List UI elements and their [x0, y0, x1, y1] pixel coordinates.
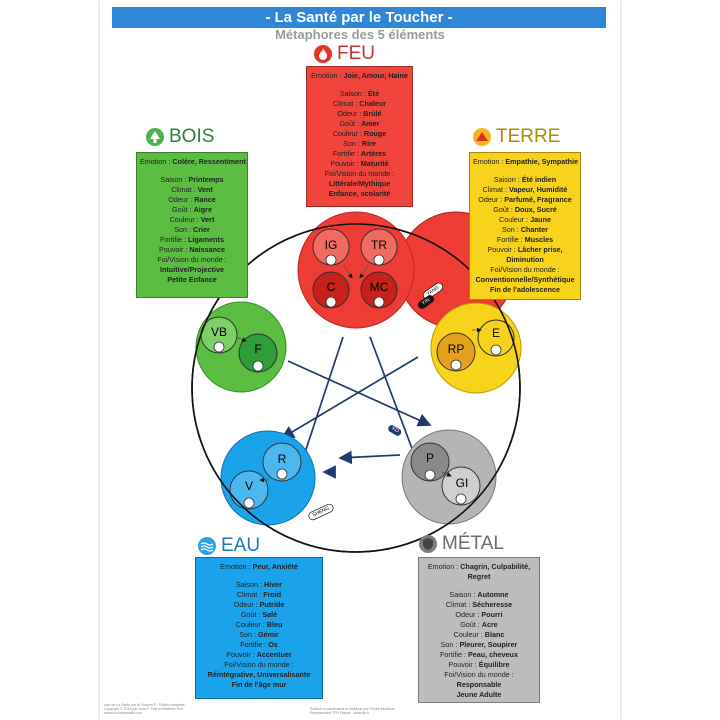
bois-info-box: Emotion : Colère, Ressentiment Saison : …	[136, 152, 248, 298]
ko-label	[388, 425, 402, 436]
organ-ig-label: IG	[324, 238, 338, 252]
bois-title: BOIS	[146, 126, 214, 148]
organ-mc-circle	[360, 271, 398, 309]
organ-v-circle	[229, 470, 269, 510]
organ-rp-circle	[436, 332, 476, 372]
organ-tr-label: TR	[371, 238, 387, 252]
organ-v-label: V	[244, 479, 253, 493]
organ-rp-label: RP	[447, 342, 465, 356]
organ-p-label: P	[425, 451, 434, 465]
shield-icon	[419, 535, 437, 553]
terre-info-box: Emotion : Empathie, Sympathie Saison : É…	[469, 152, 581, 300]
metal-title: MÉTAL	[419, 533, 504, 555]
organ-vb-label: VB	[210, 325, 227, 339]
organ-p-circle	[410, 442, 450, 482]
eau-title: EAU	[198, 535, 260, 557]
poster-subtitle: Métaphores des 5 éléments	[275, 27, 445, 42]
feu-info-box: Emotion : Joie, Amour, Haine Saison : Ét…	[306, 66, 413, 207]
organ-f-circle	[238, 333, 278, 373]
organ-e-circle	[477, 319, 515, 357]
water-icon	[198, 537, 216, 555]
poster: - La Santé par le Toucher - Métaphores d…	[100, 0, 620, 720]
mountain-icon	[473, 128, 491, 146]
terre-title: TERRE	[473, 126, 560, 148]
organ-gi-label: GI	[455, 476, 469, 490]
footer-left: Issu de La Santé par le Toucher® / Editi…	[104, 703, 185, 715]
organ-c-circle	[312, 271, 350, 309]
element-circles	[191, 211, 522, 553]
poster-title: - La Santé par le Toucher -	[112, 7, 606, 28]
tree-icon	[146, 128, 164, 146]
yang-label	[422, 282, 444, 300]
sheng-label	[308, 503, 334, 521]
metal-info-box: Emotion : Chagrin, Culpabilité, Regret S…	[418, 557, 540, 703]
eau-info-box: Emotion : Peur, Anxiété Saison : Hiver C…	[195, 557, 323, 699]
organ-r-circle	[262, 442, 302, 482]
ko-cycle-arrows	[273, 336, 432, 485]
feu-title: FEU	[314, 43, 375, 65]
organ-mc-label: MC	[369, 280, 389, 294]
yin-label	[417, 295, 435, 309]
organ-f-label: F	[254, 342, 262, 356]
organ-e-label: E	[491, 326, 500, 340]
flame-icon	[314, 45, 332, 63]
organ-c-label: C	[326, 280, 336, 294]
footer-right: Réalisé en partenariat et distribué par …	[310, 707, 395, 715]
organ-r-label: R	[277, 452, 287, 466]
